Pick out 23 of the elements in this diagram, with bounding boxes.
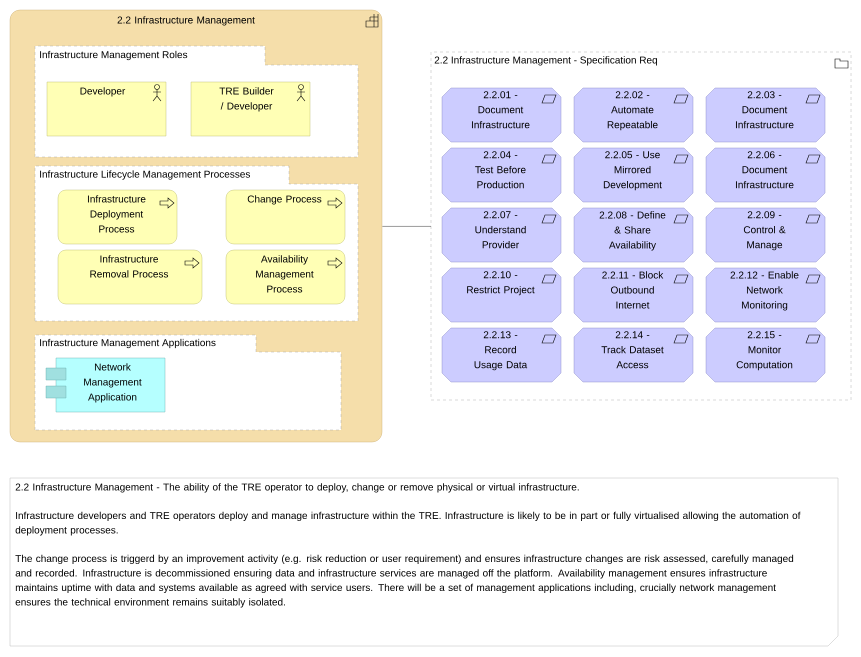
requirement-box: 2.2.06 - Document Infrastructure	[706, 148, 826, 202]
process-box: Infrastructure Deployment Process	[58, 190, 178, 244]
process-box: Infrastructure Removal Process	[58, 250, 202, 304]
requirement-box: 2.2.07 - Understand Provider	[442, 208, 562, 262]
requirement-box: 2.2.13 - Record Usage Data	[442, 328, 562, 382]
requirement-box: 2.2.03 - Document Infrastructure	[706, 88, 826, 142]
requirement-box: 2.2.15 - Monitor Computation	[706, 328, 826, 382]
process-box: Availability Management Process	[226, 250, 346, 304]
requirement-box: 2.2.08 - Define & Share Availability	[574, 208, 694, 262]
component-box: Network Management Application	[46, 358, 166, 412]
requirement-box: 2.2.04 - Test Before Production	[442, 148, 562, 202]
requirement-box: 2.2.11 - Block Outbound Internet	[574, 268, 694, 322]
actor-box: TRE Builder / Developer	[190, 82, 310, 136]
requirement-box: 2.2.14 - Track Dataset Access	[574, 328, 694, 382]
requirement-box: 2.2.10 - Restrict Project	[442, 268, 562, 322]
requirement-box: 2.2.05 - Use Mirrored Development	[574, 148, 694, 202]
requirement-box: 2.2.09 - Control & Manage	[706, 208, 826, 262]
actor-box: Developer	[46, 82, 166, 136]
process-box: Change Process	[226, 190, 346, 244]
requirement-box: 2.2.02 - Automate Repeatable	[574, 88, 694, 142]
requirement-box: 2.2.12 - Enable Network Monitoring	[706, 268, 826, 322]
note-box: 2.2 Infrastructure Management - The ability of the TRE operator to deploy, change or remove physical or virtual infrastructure. Infrastructure developers and TRE operators deploy and manage infrastructure within the TRE. Infrastructure is likely to be in part or fully virtualised allowing the automation of deployment processes. The change process is triggerd by an improvement activity (e.g. risk reduction or user requirement) and ensures infrastructure changes are risk assessed, carefully managed and recorded. Infrastructure is decommissioned ensuring data and infrastructure services are managed off the platform. Availability management ensures infrastructure maintains uptime with data and systems available as agreed with service users. There will be a set of management applications including, crucially network management ensures the technical environment remains suitably isolated.	[10, 478, 838, 646]
requirement-box: 2.2.01 - Document Infrastructure	[442, 88, 562, 142]
